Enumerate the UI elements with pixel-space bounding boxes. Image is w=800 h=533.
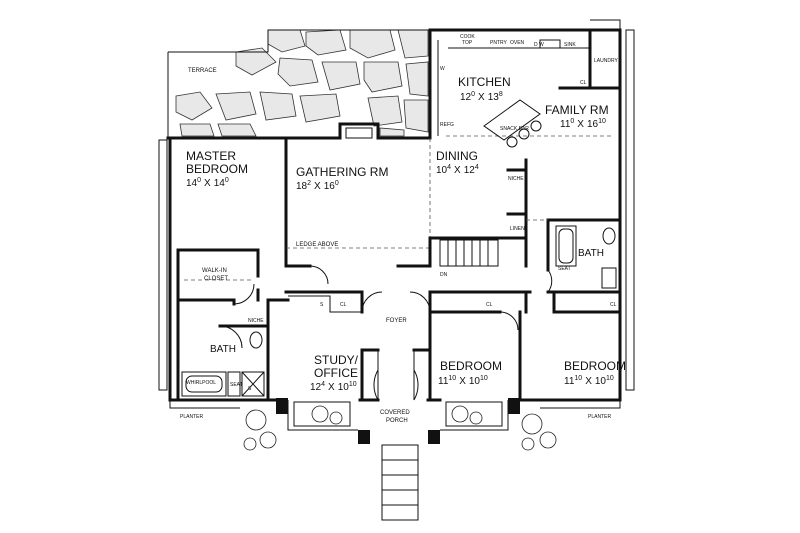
bedroom-2-closet-label: CL bbox=[486, 302, 493, 308]
door-swings bbox=[219, 265, 553, 401]
ledge-above-label: LEDGE ABOVE bbox=[296, 242, 338, 248]
planter-right-label: PLANTER bbox=[588, 414, 611, 420]
walkin-closet-label-2: CLOSET bbox=[204, 276, 228, 282]
master-bedroom-label-2: BEDROOM bbox=[186, 162, 248, 176]
snack-bar-label: SNACK BAR bbox=[500, 126, 529, 132]
refrigerator-label: REFG bbox=[440, 122, 454, 128]
linen-label: LINEN bbox=[510, 226, 525, 232]
side-planters bbox=[158, 29, 635, 391]
whirlpool-label: WHIRLPOOL bbox=[186, 380, 216, 386]
bedroom-3-label: BEDROOM bbox=[564, 359, 626, 373]
dining-label: DINING bbox=[436, 149, 478, 163]
kitchen-label: KITCHEN bbox=[458, 75, 511, 89]
master-bedroom-label-1: MASTER bbox=[186, 149, 236, 163]
oven-label: OVEN bbox=[510, 40, 525, 46]
study-label-1: STUDY/ bbox=[314, 353, 359, 367]
bedroom-3-closet-label: CL bbox=[610, 302, 617, 308]
cooktop-label-2: TOP bbox=[462, 40, 473, 46]
kitchen-window-label: W bbox=[440, 66, 445, 72]
covered-porch-label-1: COVERED bbox=[380, 410, 410, 416]
porch-post-right bbox=[428, 430, 440, 444]
gathering-room-label: GATHERING RM bbox=[296, 165, 388, 179]
hall-bath-seat-label: SEAT bbox=[558, 266, 571, 272]
cooktop-label-1: COOK bbox=[460, 34, 475, 40]
covered-porch-label-2: PORCH bbox=[386, 418, 408, 424]
walkin-closet-label-1: WALK-IN bbox=[202, 268, 227, 274]
laundry-closet-label: CL bbox=[580, 80, 587, 86]
master-bath-seat-label: SEAT bbox=[230, 382, 243, 388]
hall-bath-label: BATH bbox=[578, 248, 604, 259]
sink-label: SINK bbox=[564, 42, 576, 48]
study-shelf-label: S bbox=[320, 302, 324, 308]
shrubs bbox=[243, 405, 557, 451]
bedroom-2-label: BEDROOM bbox=[440, 359, 502, 373]
terrace-stones bbox=[175, 29, 429, 137]
foyer-label: FOYER bbox=[386, 318, 407, 324]
dining-niche-label: NICHE bbox=[508, 176, 524, 182]
porch-post-left bbox=[358, 430, 370, 444]
stairs-down-label: DN bbox=[440, 272, 448, 278]
terrace-label: TERRACE bbox=[188, 68, 217, 74]
pantry-label: PNTRY bbox=[490, 40, 508, 46]
column-left bbox=[276, 398, 288, 414]
laundry-label: LAUNDRY bbox=[594, 58, 618, 64]
planter-left-label: PLANTER bbox=[180, 414, 203, 420]
master-bath-label: BATH bbox=[210, 344, 236, 355]
column-right bbox=[508, 398, 520, 414]
family-room-label: FAMILY RM bbox=[545, 103, 609, 117]
fixtures bbox=[181, 39, 617, 397]
dishwasher-label: D W bbox=[534, 42, 544, 48]
study-closet-label: CL bbox=[340, 302, 347, 308]
master-bath-shelf-label: S bbox=[248, 386, 252, 392]
master-niche-label: NICHE bbox=[248, 318, 264, 324]
study-label-2: OFFICE bbox=[314, 366, 358, 380]
exterior-walls bbox=[166, 28, 622, 444]
